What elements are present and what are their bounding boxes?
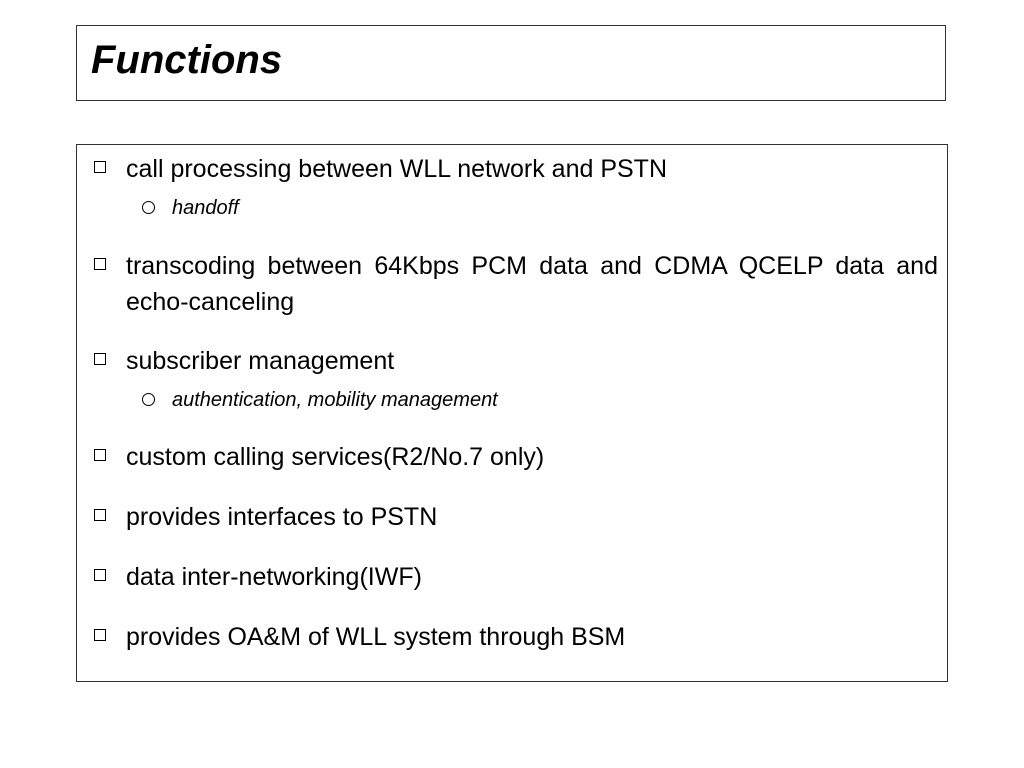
square-bullet-icon [94, 569, 106, 581]
circle-bullet-icon [142, 201, 155, 214]
square-bullet-icon [94, 353, 106, 365]
sub-bullet-text: handoff [172, 197, 239, 219]
square-bullet-icon [94, 629, 106, 641]
bullet-text: subscriber management [126, 347, 395, 375]
square-bullet-icon [94, 258, 106, 270]
square-bullet-icon [94, 509, 106, 521]
sub-bullet-text: authentication, mobility management [172, 389, 498, 411]
bullet-text: call processing between WLL network and … [126, 155, 668, 183]
bullet-text: provides interfaces to PSTN [126, 503, 438, 531]
circle-bullet-icon [142, 393, 155, 406]
bullet-text: custom calling services(R2/No.7 only) [126, 443, 545, 471]
bullet-text: transcoding between 64Kbps PCM data and … [126, 252, 938, 316]
slide-title: Functions [91, 38, 283, 82]
square-bullet-icon [94, 449, 106, 461]
content-box: call processing between WLL network and … [76, 144, 948, 682]
bullet-text: provides OA&M of WLL system through BSM [126, 623, 626, 651]
bullet-text: data inter-networking(IWF) [126, 563, 422, 591]
title-box: Functions [76, 25, 946, 101]
square-bullet-icon [94, 161, 106, 173]
